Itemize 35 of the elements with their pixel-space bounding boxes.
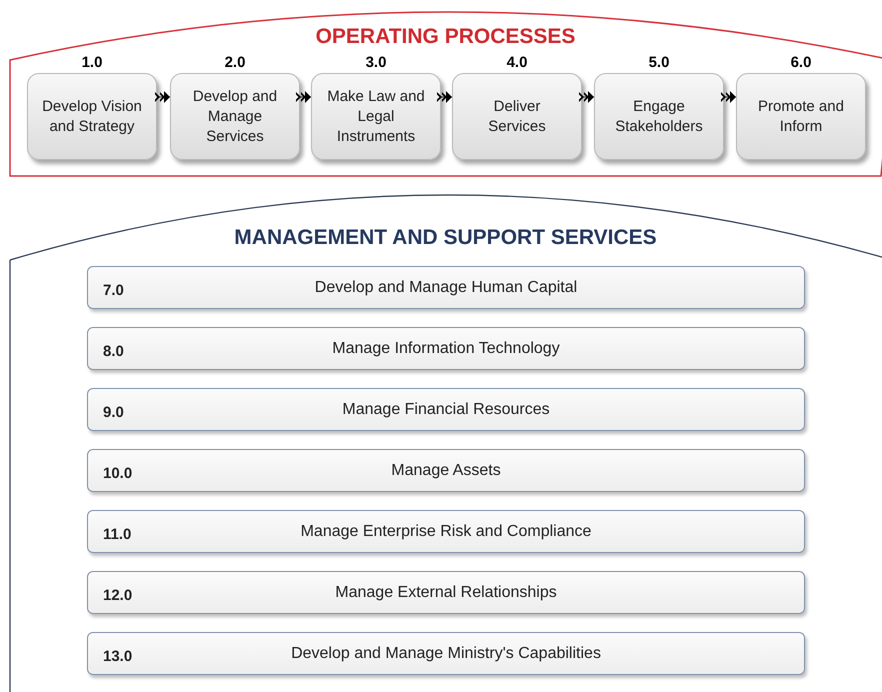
row-number: 9.0 <box>103 403 124 423</box>
row-label: Manage Information Technology <box>332 338 560 358</box>
row-label: Manage Financial Resources <box>342 400 550 420</box>
row-number: 10.0 <box>103 464 132 484</box>
band-title: OPERATING PROCESSES <box>316 24 576 50</box>
service-row <box>87 510 805 553</box>
row-number: 13.0 <box>103 647 132 667</box>
process-label: Develop and Manage Services <box>192 86 278 146</box>
row-number: 12.0 <box>103 586 132 606</box>
service-row <box>87 327 805 370</box>
row-number: 8.0 <box>103 342 124 362</box>
step-number: 4.0 <box>506 54 528 72</box>
service-row <box>87 632 805 675</box>
process-label: Engage Stakeholders <box>614 96 704 136</box>
row-label: Develop and Manage Human Capital <box>314 278 578 298</box>
service-row <box>87 449 805 492</box>
row-label: Manage Assets <box>391 460 501 480</box>
row-number: 11.0 <box>103 525 132 545</box>
process-label: Deliver Services <box>487 96 547 136</box>
step-number: 3.0 <box>366 54 386 72</box>
step-number: 5.0 <box>648 54 670 72</box>
row-number: 7.0 <box>103 281 124 301</box>
step-number: 2.0 <box>224 54 246 72</box>
row-label: Manage Enterprise Risk and Compliance <box>300 522 592 542</box>
step-number: 1.0 <box>82 54 102 72</box>
row-label: Manage External Relationships <box>335 582 557 602</box>
process-label: Develop Vision and Strategy <box>42 96 142 136</box>
row-label: Develop and Manage Ministry's Capabilities <box>291 644 601 664</box>
step-number: 6.0 <box>790 54 812 72</box>
service-row <box>87 266 805 309</box>
service-row <box>87 388 805 431</box>
process-label: Make Law and Legal Instruments <box>326 86 426 146</box>
band-title: MANAGEMENT AND SUPPORT SERVICES <box>234 225 657 251</box>
process-label: Promote and Inform <box>757 96 845 136</box>
service-row <box>87 571 805 614</box>
